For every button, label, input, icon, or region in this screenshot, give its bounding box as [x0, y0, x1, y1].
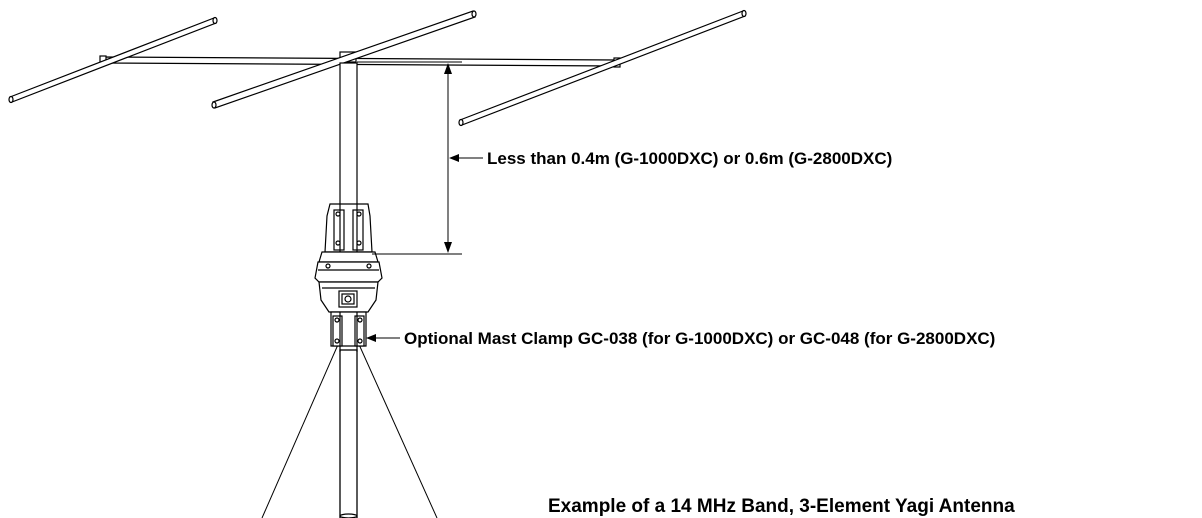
- diagram-caption: Example of a 14 MHz Band, 3-Element Yagi…: [548, 496, 1015, 517]
- guy-wire-left: [261, 339, 341, 518]
- antenna-elements: [8, 9, 747, 127]
- mast: [339, 349, 358, 518]
- dimension-indicator: [357, 61, 462, 255]
- distance-note: Less than 0.4m (G-1000DXC) or 0.6m (G-28…: [487, 149, 893, 168]
- guy-wire-right: [356, 339, 438, 518]
- mast-lower: [339, 349, 358, 518]
- element-director: [459, 10, 746, 126]
- guy-wires: [261, 339, 438, 518]
- rotator: [314, 203, 383, 352]
- mast-upper: [339, 62, 358, 209]
- mast-clamp-note: Optional Mast Clamp GC-038 (for G-1000DX…: [404, 329, 996, 348]
- leader-arrows: [366, 154, 483, 342]
- mast-bottom-end: [339, 513, 358, 518]
